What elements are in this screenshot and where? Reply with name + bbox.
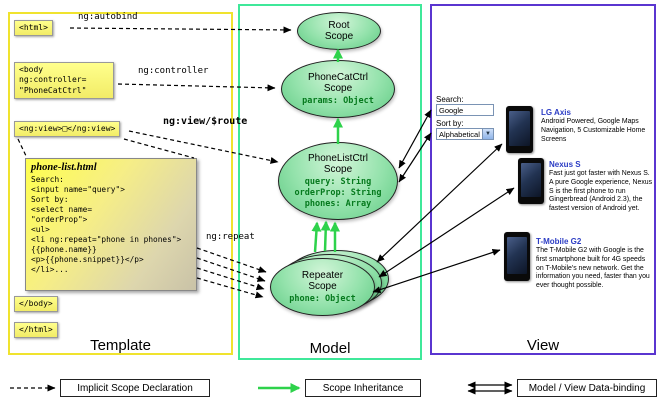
html-close-tag-box: </html> xyxy=(14,322,58,339)
phone-thumbnail xyxy=(518,158,544,204)
phone-name-link[interactable]: Nexus S xyxy=(549,160,581,169)
sort-by-label: Sort by: xyxy=(436,119,464,128)
phonelistctrl-scope-ellipse: PhoneListCtrl Scope query: String orderP… xyxy=(278,142,398,220)
phone-list-item: LG Axis Android Powered, Google Maps Nav… xyxy=(541,108,654,144)
phone-thumbnail xyxy=(504,232,530,281)
phone-list-item: T-Mobile G2 The T-Mobile G2 with Google … xyxy=(536,237,654,291)
body-close-tag-box: </body> xyxy=(14,296,58,313)
scope-name: PhoneListCtrl Scope xyxy=(307,152,369,176)
phone-name-link[interactable]: T-Mobile G2 xyxy=(536,237,582,246)
ng-autobind-label: ng:autobind xyxy=(78,12,138,22)
phone-name-link[interactable]: LG Axis xyxy=(541,108,571,117)
model-panel-title: Model xyxy=(309,340,351,357)
ng-view-box: <ng:view>□</ng:view> xyxy=(14,121,121,138)
scope-name: Repeater Scope xyxy=(301,269,344,292)
phone-screen xyxy=(507,237,527,274)
sort-select-value: Alphabetical xyxy=(439,129,480,139)
phone-screen xyxy=(509,111,530,146)
search-label: Search: xyxy=(436,95,464,104)
phone-description: Android Powered, Google Maps Navigation,… xyxy=(541,118,646,143)
scope-properties: params: Object xyxy=(302,95,374,106)
legend-model-view-databinding: Model / View Data-binding xyxy=(517,379,657,397)
root-scope-ellipse: Root Scope xyxy=(297,12,381,50)
legend-scope-inheritance: Scope Inheritance xyxy=(305,379,421,397)
ng-controller-label: ng:controller xyxy=(138,66,209,76)
phone-list-code: Search: <input name="query"> Sort by: <s… xyxy=(31,175,182,274)
search-input[interactable] xyxy=(436,104,494,116)
ng-repeat-label: ng:repeat xyxy=(206,232,255,242)
phone-thumbnail xyxy=(506,106,533,153)
scope-name: PhoneCatCtrl Scope xyxy=(307,71,369,94)
sort-select[interactable]: Alphabetical ▼ xyxy=(436,128,494,140)
phone-list-filename: phone-list.html xyxy=(31,162,97,173)
template-panel-title: Template xyxy=(90,337,151,354)
phonecatctrl-scope-ellipse: PhoneCatCtrl Scope params: Object xyxy=(281,60,395,118)
body-controller-box: <body ng:controller= "PhoneCatCtrl" xyxy=(14,62,114,100)
phone-list-item: Nexus S Fast just got faster with Nexus … xyxy=(549,160,654,214)
view-panel-title: View xyxy=(526,337,560,354)
phone-description: Fast just got faster with Nexus S. A pur… xyxy=(549,170,653,213)
repeater-scope-ellipse: Repeater Scope phone: Object xyxy=(270,258,375,316)
ng-view-route-label: ng:view/$route xyxy=(163,116,248,127)
legend-implicit-scope-declaration: Implicit Scope Declaration xyxy=(60,379,210,397)
scope-properties: query: String orderProp: String phones: … xyxy=(294,177,382,209)
dropdown-arrow-icon: ▼ xyxy=(482,129,493,139)
phone-screen xyxy=(521,163,541,197)
scope-name: Root Scope xyxy=(324,19,354,42)
phone-list-template-box: phone-list.html Search: <input name="que… xyxy=(25,158,197,291)
phone-description: The T-Mobile G2 with Google is the first… xyxy=(536,247,650,290)
html-open-tag-box: <html> xyxy=(14,20,53,37)
scope-properties: phone: Object xyxy=(289,293,356,304)
